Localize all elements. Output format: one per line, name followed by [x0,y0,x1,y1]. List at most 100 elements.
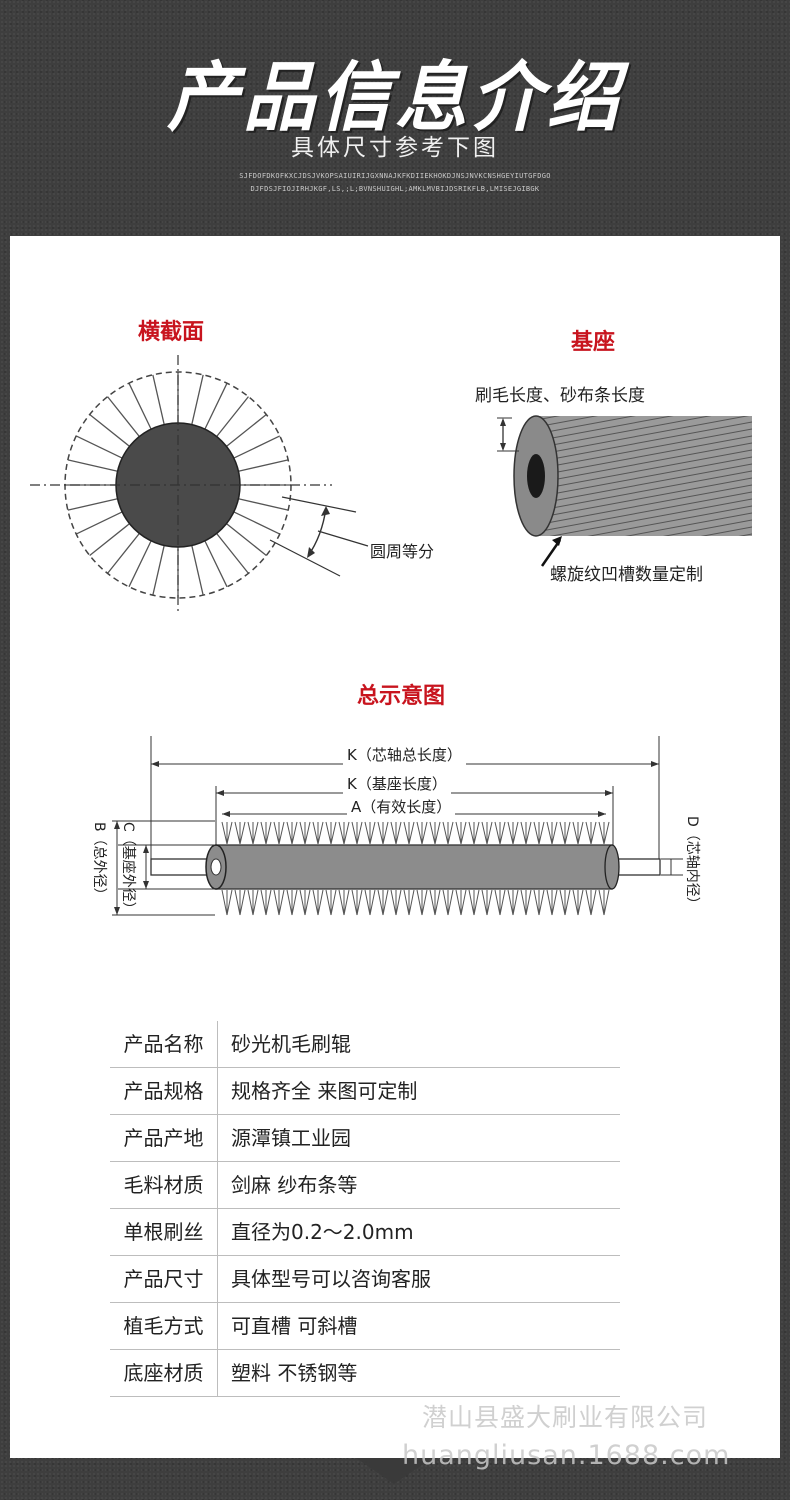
groove-line [536,442,752,484]
groove-line [587,505,752,536]
groove-line [549,498,752,536]
spec-table: 产品名称砂光机毛刷辊产品规格规格齐全 来图可定制产品产地源潭镇工业园毛料材质剑麻… [110,1021,620,1397]
bristle-line [499,889,506,916]
bristle-line [460,889,467,916]
bristle-line [416,889,423,916]
groove-line [536,416,674,442]
bristle-line [247,821,254,845]
table-row: 单根刷丝直径为0.2～2.0mm [110,1209,620,1256]
spoke-line [204,540,228,588]
bristle-line [325,889,332,916]
bristle-line [520,821,527,845]
spec-key: 产品产地 [110,1115,218,1162]
bristle-length-label: 刷毛长度、砂布条长度 [475,386,645,406]
groove-line [536,435,752,477]
bristle-line [364,889,371,916]
bristle-line [299,889,306,916]
bristle-line [395,821,402,845]
table-row: 产品尺寸具体型号可以咨询客服 [110,1256,620,1303]
bristle-line [312,821,319,845]
bristle-line [525,821,532,845]
spoke-line [89,523,130,556]
bristle-line [273,889,280,916]
bristle-line [533,821,540,845]
bristle-line [382,821,389,845]
bristle-line [455,821,462,845]
bristle-line [421,821,428,845]
spec-key: 底座材质 [110,1350,218,1397]
page-title: 产品信息介绍 [166,53,623,142]
bristle-line [512,889,519,916]
bristle-line [390,889,397,916]
bristle-line [538,889,545,916]
groove-line [536,463,752,505]
bristle-line [572,821,579,845]
decorative-text-line-1: SJFDOFDKOFKXCJDSJVKOPSAIUIRIJGXNNAJKFKDI… [239,172,551,180]
bristle-line [507,889,514,916]
groove-line [536,449,752,491]
groove-line [536,421,752,463]
spec-key: 产品名称 [110,1021,218,1068]
bristle-line [317,821,324,845]
bristle-line [564,889,571,916]
dim-d-label: D（芯轴内径） [684,816,700,911]
groove-line [536,416,636,435]
spec-value: 剑麻 纱布条等 [231,1173,358,1197]
bristle-line [252,889,259,916]
spec-value: 砂光机毛刷辊 [231,1032,351,1056]
spec-value: 可直槽 可斜槽 [231,1314,358,1338]
bristle-line [377,821,384,845]
bristle-line [343,821,350,845]
groove-line [662,519,752,536]
bristle-line [551,821,558,845]
spoke-line [152,545,165,596]
bristle-line [343,889,350,916]
table-row: 底座材质塑料 不锈钢等 [110,1350,620,1397]
groove-line [536,416,599,428]
bristle-line [260,889,267,916]
spoke-line [67,498,118,511]
dim-k-total-label: K（芯轴总长度） [343,744,466,765]
spoke-line [75,435,123,459]
groove-line [625,512,752,536]
angle-label: 圆周等分 [370,542,435,561]
bristle-line [429,821,436,845]
bristle-line [403,821,410,845]
spoke-line [204,382,228,430]
bristle-line [252,821,259,845]
bristle-line [468,821,475,845]
bristle-line [356,821,363,845]
bristle-line [304,889,311,916]
table-row: 产品规格规格齐全 来图可定制 [110,1068,620,1115]
bristle-line [434,821,441,845]
bristle-line [590,889,597,916]
spoke-line [75,511,123,535]
bristle-line [442,821,449,845]
groove-line [700,526,752,536]
spec-key: 毛料材质 [110,1162,218,1209]
bristle-line [226,821,233,845]
bristle-line [486,889,493,916]
spec-value: 直径为0.2～2.0mm [231,1220,414,1244]
spoke-line [226,414,267,447]
spoke-line [191,545,204,596]
bristle-line [577,821,584,845]
bristle-line [278,821,285,845]
bristle-line [408,821,415,845]
bristle-line [577,889,584,916]
bristle-line [520,889,527,916]
page-subtitle: 具体尺寸参考下图 [291,135,499,161]
groove-line [536,416,750,456]
bristle-line [546,821,553,845]
spoke-line [191,374,204,425]
bristle-line [239,889,246,916]
spoke-line [107,533,140,574]
table-row: 植毛方式可直槽 可斜槽 [110,1303,620,1350]
spoke-line [216,396,249,437]
bristle-line [395,889,402,916]
base-title: 基座 [571,330,616,355]
bristle-line [221,821,228,845]
bristle-line [559,821,566,845]
bristle-line [598,889,605,916]
